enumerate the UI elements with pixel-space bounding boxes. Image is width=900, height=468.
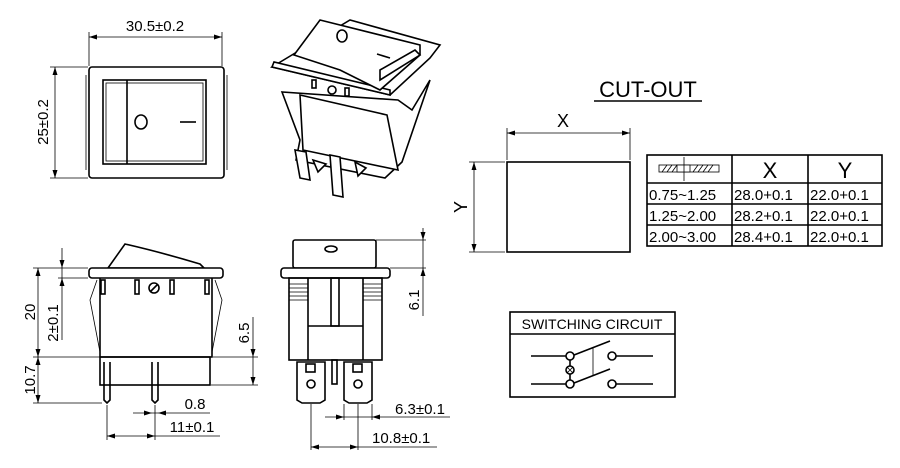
- table-cell: 2.00~3.00: [649, 229, 716, 246]
- table-cell: 22.0+0.1: [810, 187, 869, 204]
- cutout-table: X Y 0.75~1.25 28.0+0.1 22.0+0.1 1.25~2.0…: [646, 154, 883, 247]
- top-height-dim: 25±0.2: [35, 99, 52, 145]
- side-flange-dim: 2±0.1: [45, 304, 62, 341]
- table-cell: 0.75~1.25: [649, 187, 716, 204]
- side-height-dim: 20: [22, 304, 39, 321]
- terminal-width-dim: 6.3±0.1: [395, 401, 445, 418]
- cutout-rect: [506, 161, 631, 253]
- table-header-x: X: [763, 158, 778, 183]
- panel-thickness-icon: [658, 157, 720, 181]
- side-view: 20 2±0.1 10.7 6.5 0.8 11±0.1: [22, 243, 258, 440]
- cutout-title: CUT-OUT: [599, 77, 697, 102]
- circuit-title: SWITCHING CIRCUIT: [522, 316, 663, 332]
- table-cell: 1.25~2.00: [649, 208, 716, 225]
- table-header-y: Y: [838, 158, 853, 183]
- front-view: 6.1 6.3±0.1 10.8±0.1: [280, 228, 450, 450]
- lamp-icon: [565, 365, 575, 375]
- cutout-y-label: Y: [451, 201, 471, 213]
- pin-spacing-dim: 11±0.1: [170, 419, 215, 436]
- side-terminal-dim: 10.7: [22, 365, 39, 394]
- table-cell: 28.4+0.1: [734, 229, 793, 246]
- off-symbol-icon: [134, 114, 148, 130]
- isometric-view: [269, 19, 442, 198]
- table-cell: 28.0+0.1: [734, 187, 793, 204]
- side-body-dim: 6.5: [236, 323, 253, 344]
- front-cap-dim: 6.1: [406, 290, 423, 311]
- terminal-spacing-dim: 10.8±0.1: [372, 430, 430, 447]
- switching-circuit: SWITCHING CIRCUIT: [509, 311, 676, 398]
- table-cell: 22.0+0.1: [810, 229, 869, 246]
- top-width-dim: 30.5±0.2: [126, 18, 184, 35]
- table-cell: 22.0+0.1: [810, 208, 869, 225]
- cutout-x-label: X: [557, 111, 569, 131]
- cutout-section: CUT-OUT X Y X Y 0: [451, 77, 883, 253]
- top-view: 30.5±0.2 25±0.2: [35, 18, 228, 179]
- pin-thickness-dim: 0.8: [185, 396, 206, 413]
- table-cell: 28.2+0.1: [734, 208, 793, 225]
